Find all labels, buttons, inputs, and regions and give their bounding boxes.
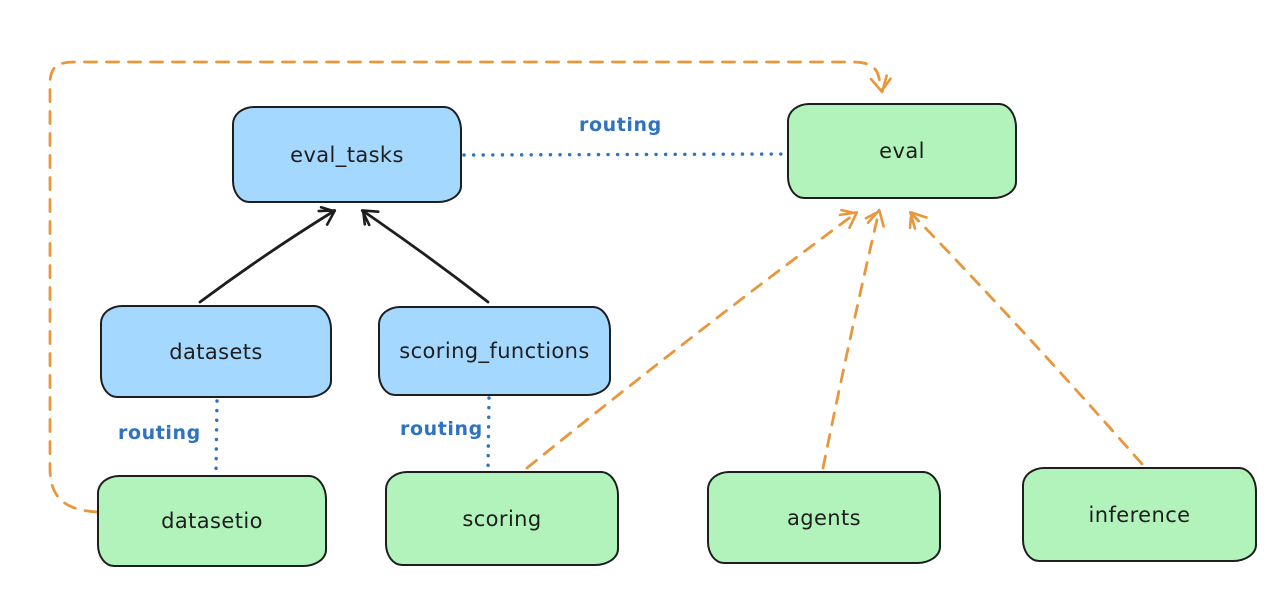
edge-label-routing-top: routing [579,114,662,136]
edge-label-routing-datasetio: routing [118,422,201,444]
node-eval[interactable]: eval [787,103,1017,199]
edge-scoring-functions-scoring [486,396,491,471]
edge-agents-eval [821,208,885,470]
node-scoring-functions-label: scoring_functions [399,339,590,363]
node-agents-label: agents [786,505,861,530]
edge-scoring-functions-eval-tasks [360,209,490,304]
node-datasets-label: datasets [169,339,263,364]
edge-eval-tasks-eval [462,152,788,157]
edge-datasetio-eval [48,60,892,514]
node-eval-tasks[interactable]: eval_tasks [232,106,462,203]
edge-inference-eval [908,210,1144,466]
edge-label-routing-scoring: routing [400,418,483,440]
node-datasetio[interactable]: datasetio [97,475,327,567]
node-datasets[interactable]: datasets [100,305,332,398]
edge-scoring-eval [525,208,859,470]
edge-datasets-datasetio [214,399,219,474]
node-datasetio-label: datasetio [161,509,263,533]
node-scoring-functions[interactable]: scoring_functions [378,306,611,396]
edge-datasets-eval-tasks [198,205,337,304]
node-agents[interactable]: agents [707,471,941,564]
node-scoring[interactable]: scoring [385,471,619,566]
node-eval-label: eval [879,139,925,163]
node-scoring-label: scoring [462,506,542,531]
node-inference-label: inference [1088,502,1191,527]
node-inference[interactable]: inference [1022,467,1257,562]
node-eval-tasks-label: eval_tasks [290,142,404,167]
